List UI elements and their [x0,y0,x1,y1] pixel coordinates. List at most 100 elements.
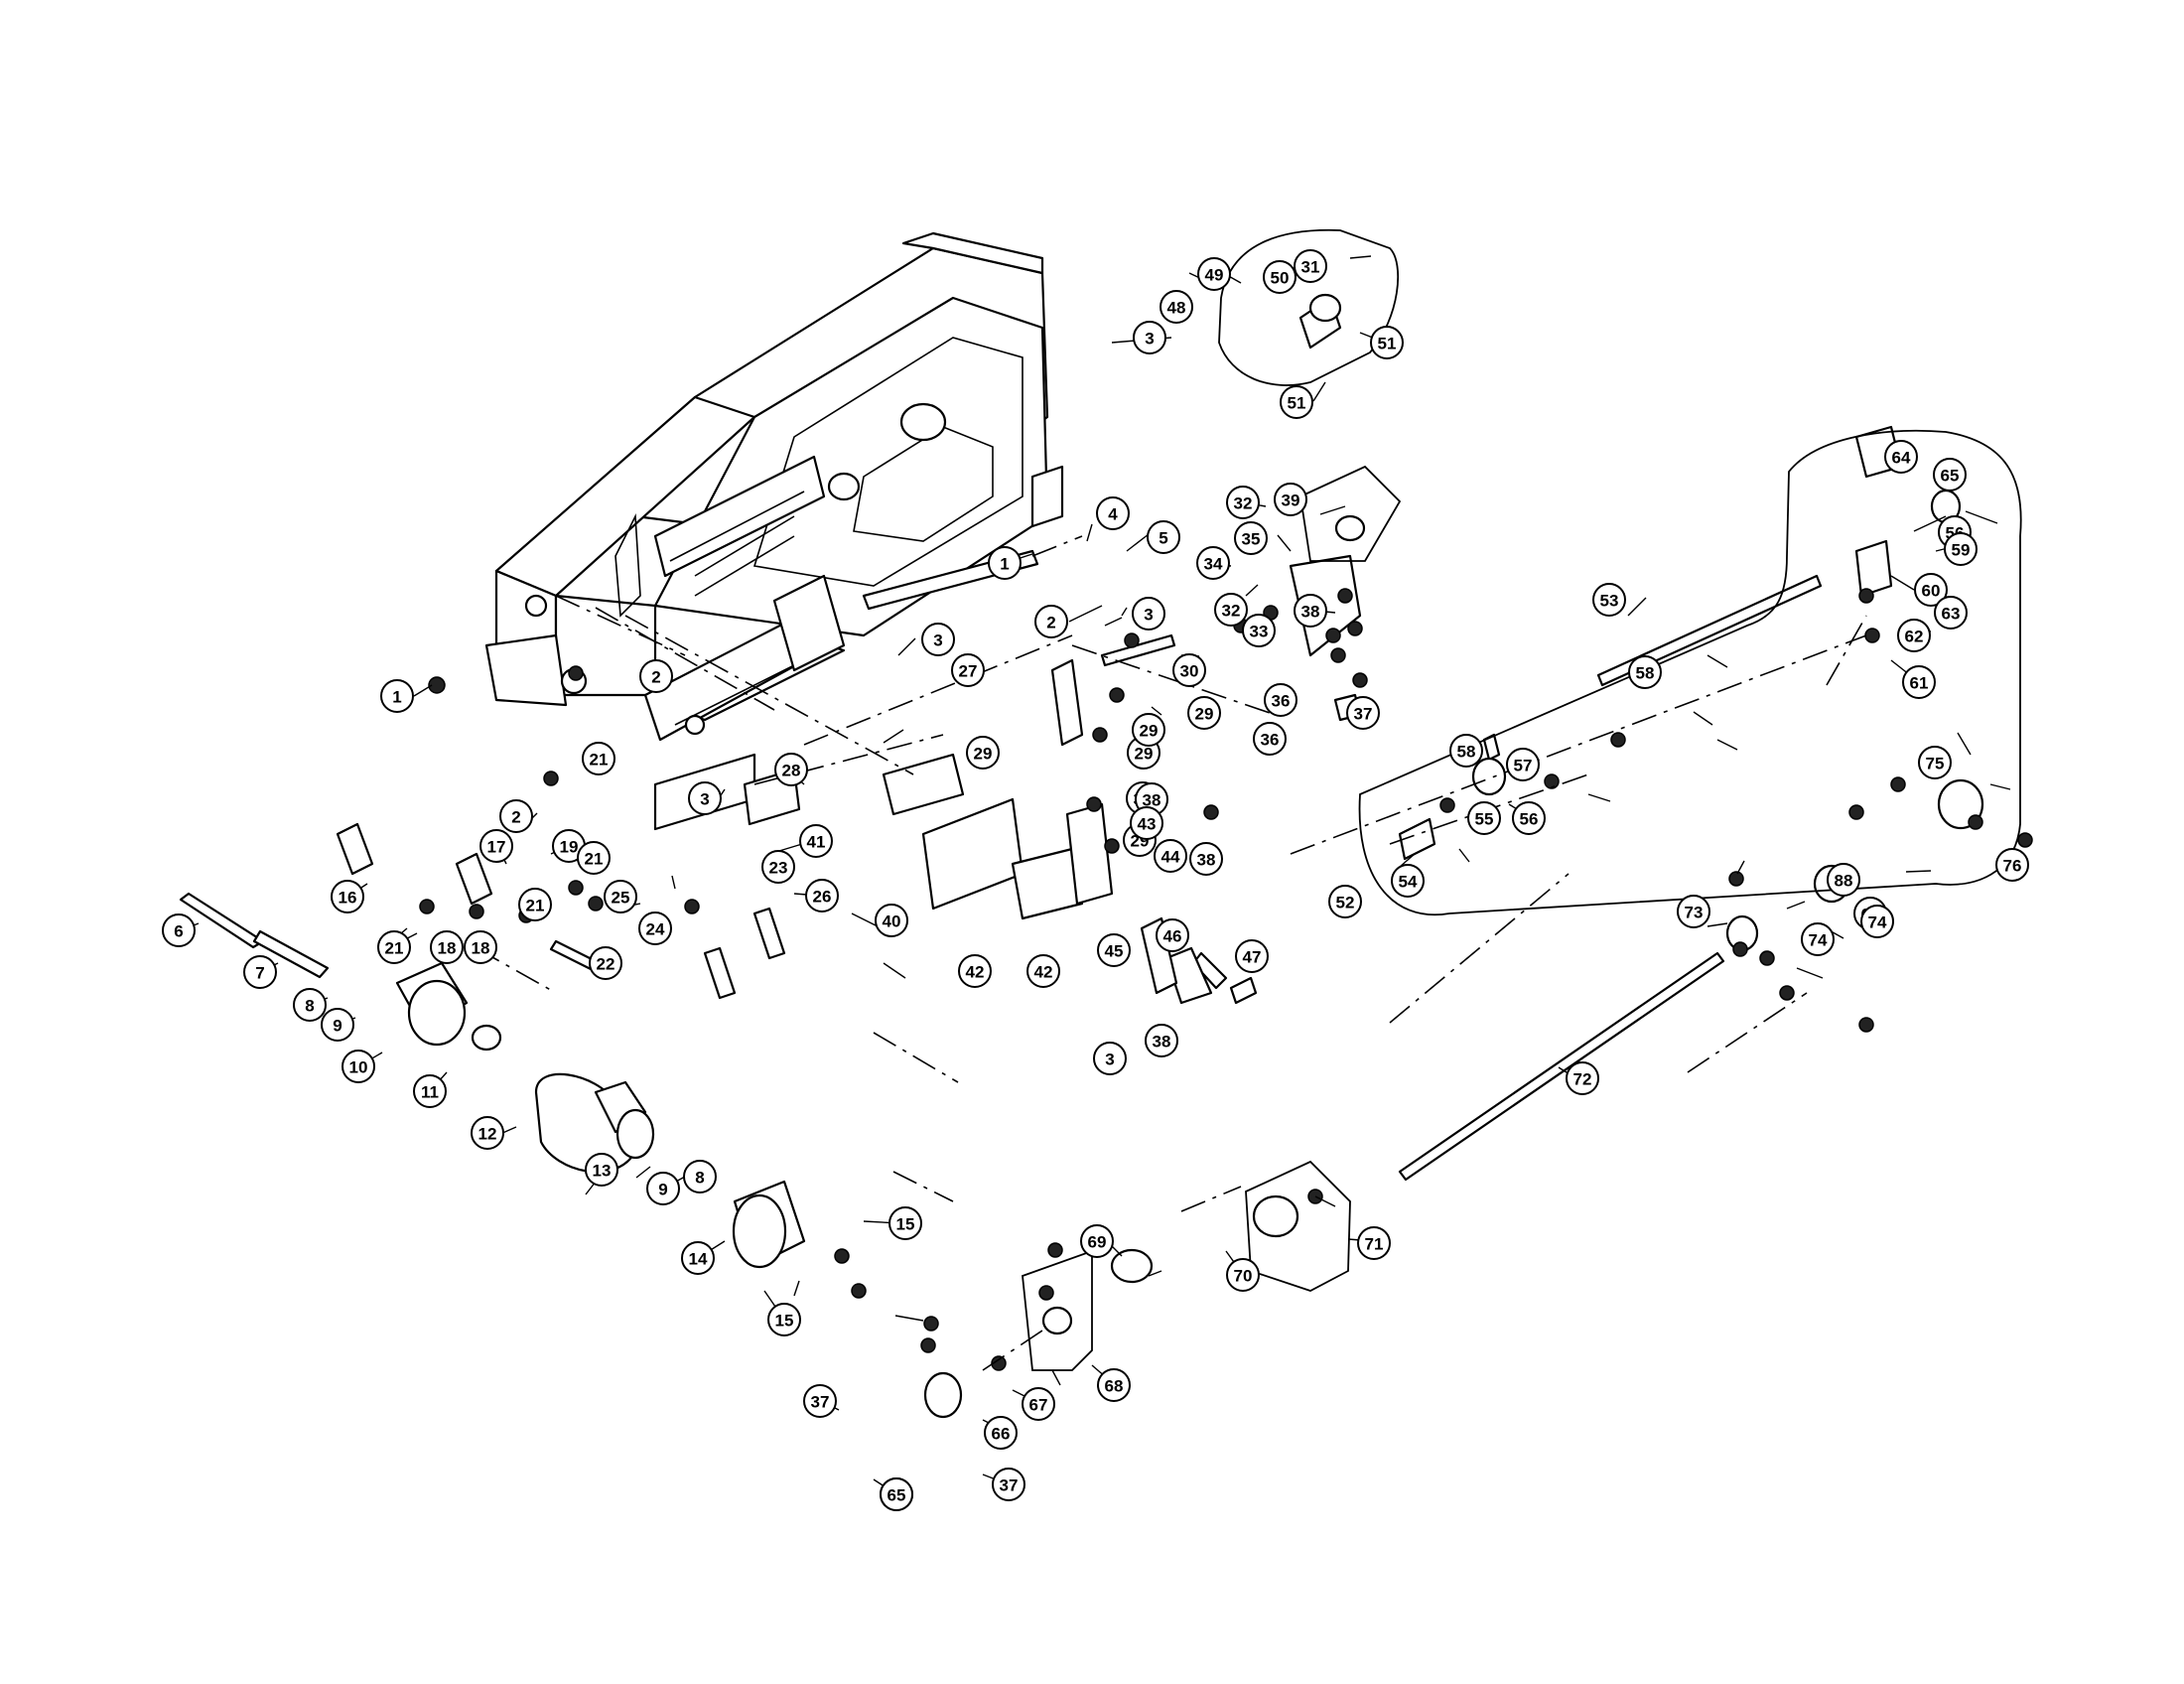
callout-18: 18 [464,930,497,964]
callout-number: 62 [1905,628,1924,646]
callout-circle [471,1116,504,1150]
callout-circle [1242,614,1276,647]
callout-circle [880,1477,913,1511]
callout-34: 34 [1196,546,1230,580]
callout-26: 26 [805,879,839,912]
callout-29: 29 [1187,696,1221,730]
callout-number: 12 [478,1125,497,1144]
callout-23: 23 [761,850,795,884]
callout-circle [1995,848,2029,882]
callout-circle [1933,458,1967,491]
callout-number: 29 [1140,722,1159,741]
callout-8: 8 [293,988,327,1022]
callout-circle [604,880,637,913]
callout-circle [761,850,795,884]
callout-56: 56 [1512,801,1546,835]
callout-29: 29 [966,736,1000,770]
callout-number: 63 [1942,605,1961,624]
callout-number: 5 [1159,529,1167,548]
callout-circle [1677,895,1710,928]
callout-circle [1294,594,1327,628]
shafts-and-gears [179,549,1823,1182]
callout-15: 15 [767,1303,801,1336]
callout-number: 56 [1520,810,1539,829]
callout-circle [1274,483,1307,516]
callout-65: 65 [880,1477,913,1511]
callout-number: 13 [593,1162,612,1181]
callout-circle [1133,321,1166,354]
callout-12: 12 [471,1116,504,1150]
callout-9: 9 [321,1008,354,1042]
callout-number: 74 [1809,931,1828,950]
callout-circle [1934,596,1968,630]
callout-circle [1280,385,1313,419]
callout-circle [1145,1024,1178,1057]
callout-41: 41 [799,824,833,858]
callout-50: 50 [1263,260,1297,294]
callout-circle [1897,619,1931,652]
callout-circle [1467,801,1501,835]
callout-number: 29 [1135,745,1154,764]
callout-8: 8 [683,1160,717,1193]
callout-number: 8 [305,997,314,1016]
callout-number: 3 [1105,1051,1114,1069]
callout-circle [1147,520,1180,554]
callout-number: 38 [1197,851,1216,870]
callout-number: 37 [1000,1476,1019,1495]
callout-number: 21 [385,939,404,958]
callout-number: 48 [1167,299,1186,318]
callout-number: 60 [1922,582,1941,601]
callout-36: 36 [1253,722,1287,756]
callout-1: 1 [380,679,414,713]
callout-circle [1214,593,1248,627]
callout-number: 32 [1222,602,1241,621]
callout-number: 46 [1163,927,1182,946]
alignment-lines [476,535,1867,1371]
callout-number: 3 [933,632,942,650]
callout-number: 67 [1029,1396,1048,1415]
callout-circle [683,1160,717,1193]
callout-circle [589,946,622,980]
callout-number: 3 [700,790,709,809]
callout-number: 10 [349,1058,368,1077]
callout-circle [988,546,1022,580]
callout-21: 21 [577,841,611,875]
callout-circle [1189,842,1223,876]
callout-49: 49 [1197,257,1231,291]
callout-33: 33 [1242,614,1276,647]
callout-1: 1 [988,546,1022,580]
group-outline-39 [1299,465,1402,562]
callout-3: 3 [688,781,722,815]
callout-number: 15 [896,1215,915,1234]
callout-circle [1235,939,1269,973]
callout-57: 57 [1506,748,1540,781]
callout-11: 11 [413,1074,447,1108]
callout-number: 29 [974,745,993,764]
callout-circle [1914,573,1948,607]
callout-number: 53 [1600,592,1619,611]
callout-52: 52 [1328,885,1362,918]
callout-number: 18 [472,939,490,958]
callout-circle [1022,1387,1055,1421]
callout-number: 51 [1288,394,1306,413]
callout-10: 10 [341,1050,375,1083]
callout-number: 36 [1261,731,1280,750]
callout-number: 31 [1301,258,1320,277]
callout-42: 42 [1026,954,1060,988]
callout-circle [430,930,464,964]
callout-3: 3 [1093,1042,1127,1075]
callout-24: 24 [638,912,672,945]
callout-number: 76 [2003,857,2022,876]
callout-circle [1234,521,1268,555]
callout-22: 22 [589,946,622,980]
callout-number: 38 [1153,1033,1171,1052]
callout-number: 72 [1573,1070,1592,1089]
callout-number: 27 [959,662,978,681]
callout-74: 74 [1860,905,1894,938]
callout-14: 14 [681,1241,715,1275]
callout-circle [331,880,364,913]
callout-number: 41 [807,833,826,852]
callout-circle [1294,249,1327,283]
callout-circle [646,1172,680,1205]
main-frame [484,231,1064,742]
